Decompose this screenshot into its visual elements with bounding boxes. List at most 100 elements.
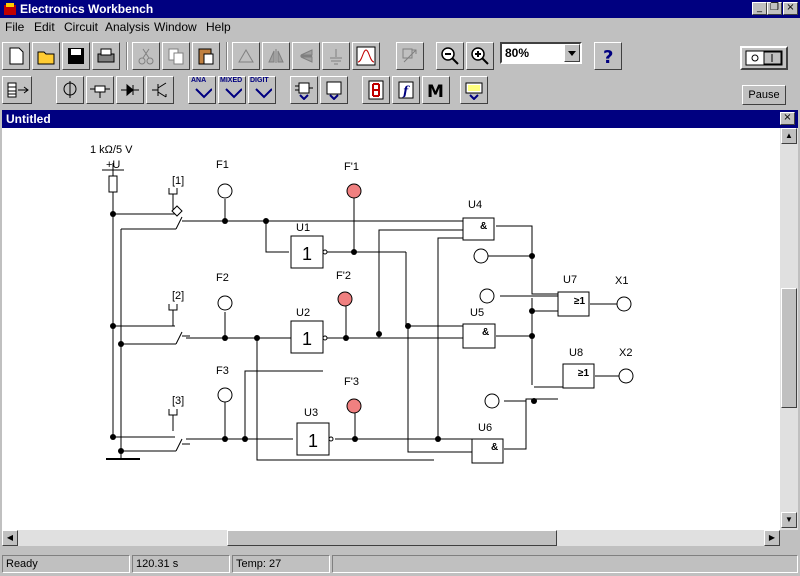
vertical-scrollbar[interactable]: ▲ ▼ [780,128,798,530]
digital-bin-button[interactable] [320,76,348,104]
menu-edit[interactable]: Edit [34,20,55,34]
flip-horizontal-button[interactable] [262,42,290,70]
new-file-icon [9,47,24,65]
inverter-u3-label: U3 [304,407,318,419]
cut-button[interactable] [132,42,160,70]
and-gate-u6[interactable]: & U6 [471,422,504,464]
pause-button[interactable]: Pause [742,85,786,105]
new-button[interactable] [2,42,30,70]
and-gate-u4-symbol: & [480,221,487,232]
restore-button[interactable]: ❐ [767,2,782,15]
svg-text:M: M [427,82,444,100]
fault-led-1-label: F1 [216,159,229,171]
transistors-bin-button[interactable] [146,76,174,104]
power-switch[interactable] [740,46,788,70]
parts-bin-toolbar: ANA MIXED DIGIT f M Pause [0,74,800,110]
print-button[interactable] [92,42,120,70]
switch-key-markers [168,188,178,431]
output-fault-led-1[interactable]: F'1 [344,161,362,199]
inverter-u1-symbol: 1 [302,244,312,264]
fault-led-3[interactable]: F3 [216,365,233,403]
paste-button[interactable] [192,42,220,70]
basic-bin-button[interactable] [86,76,114,104]
menu-file[interactable]: File [5,20,25,34]
switch-1-label: [1] [172,175,184,187]
output-fault-led-3[interactable]: F'3 [344,376,362,414]
fault-led-1[interactable]: F1 [216,159,233,199]
output-x1[interactable]: X1 [615,275,632,312]
digit-label: DIGIT [250,77,269,84]
zoom-select[interactable]: 80% [500,42,582,64]
or-gate-u7-symbol: ≥1 [574,296,585,307]
logic-gates-bin-button[interactable] [290,76,318,104]
menu-circuit[interactable]: Circuit [64,20,99,34]
scroll-right-button[interactable]: ▶ [764,530,780,546]
zoom-in-button[interactable] [466,42,494,70]
mixed-ics-bin-button[interactable]: MIXED [218,76,246,104]
inverter-u1[interactable]: 1 U1 [290,222,328,269]
controls-bin-button[interactable]: f [392,76,420,104]
scroll-down-button[interactable]: ▼ [781,512,797,528]
inverter-u2[interactable]: 1 U2 [290,307,328,354]
horizontal-scroll-thumb[interactable] [227,530,557,546]
menu-analysis[interactable]: Analysis [105,20,150,34]
output-x2[interactable]: X2 [618,347,634,384]
rotate-button[interactable] [232,42,260,70]
help-button[interactable]: ? [594,42,622,70]
schematic-canvas[interactable]: 1 kΩ/5 V +U [1] [2] [3] F1 F2 F3 F'1 F' [2,128,780,530]
document-close-button[interactable]: × [780,112,795,125]
graph-button[interactable] [352,42,380,70]
vertical-scroll-thumb[interactable] [781,288,797,408]
sources-bin-button[interactable] [56,76,84,104]
miscellaneous-bin-button[interactable]: M [422,76,450,104]
save-button[interactable] [62,42,90,70]
toolbar-separator [226,42,228,70]
zoom-out-button[interactable] [436,42,464,70]
and-gate-u4[interactable]: & U4 [462,199,495,241]
source-icon [63,81,77,98]
close-button[interactable]: × [783,2,798,15]
output-fault-led-1-label: F'1 [344,161,359,173]
output-fault-led-2[interactable]: F'2 [336,270,353,307]
fault-led-2-label: F2 [216,272,229,284]
input-probes[interactable] [473,248,500,409]
open-button[interactable] [32,42,60,70]
subcircuit-icon [402,48,417,63]
or-gate-u7[interactable]: ≥1 U7 [557,274,590,317]
horizontal-scrollbar[interactable]: ◀ ▶ [2,530,780,546]
diodes-bin-button[interactable] [116,76,144,104]
and-gate-u6-label: U6 [478,422,492,434]
floppy-disk-icon [68,48,84,64]
create-subcircuit-button[interactable] [396,42,424,70]
scroll-up-button[interactable]: ▲ [781,128,797,144]
circuit-diagram[interactable]: 1 kΩ/5 V +U [1] [2] [3] F1 F2 F3 F'1 F' [2,128,780,530]
inverter-u3[interactable]: 1 U3 [296,407,334,456]
fault-led-2[interactable]: F2 [216,272,233,311]
component-properties-button[interactable] [322,42,350,70]
copy-button[interactable] [162,42,190,70]
scroll-left-button[interactable]: ◀ [2,530,18,546]
digital-ics-bin-button[interactable]: DIGIT [248,76,276,104]
or-gate-u8[interactable]: ≥1 U8 [562,347,595,389]
indicators-bin-button[interactable] [362,76,390,104]
and-gate-u5[interactable]: & U5 [462,307,496,349]
flip-horizontal-icon [268,49,284,63]
analog-ics-bin-button[interactable]: ANA [188,76,216,104]
function-icon: f [398,81,414,99]
help-question-icon: ? [603,47,613,66]
instruments-bin-button[interactable] [460,76,488,104]
inverter-u3-symbol: 1 [308,431,318,451]
menu-help[interactable]: Help [206,20,231,34]
favorites-bin-button[interactable] [2,76,32,104]
or-gate-u8-symbol: ≥1 [578,368,589,379]
flip-vertical-button[interactable] [292,42,320,70]
menu-window[interactable]: Window [154,20,197,34]
document-title: Untitled [6,112,51,126]
output-fault-led-2-label: F'2 [336,270,351,282]
transistor-icon [152,82,167,98]
analog-ic-icon [195,88,212,99]
chevron-down-icon[interactable] [564,44,580,62]
svg-text:?: ? [603,47,613,66]
minimize-button[interactable]: _ [752,2,767,15]
zoom-out-icon [441,47,459,65]
